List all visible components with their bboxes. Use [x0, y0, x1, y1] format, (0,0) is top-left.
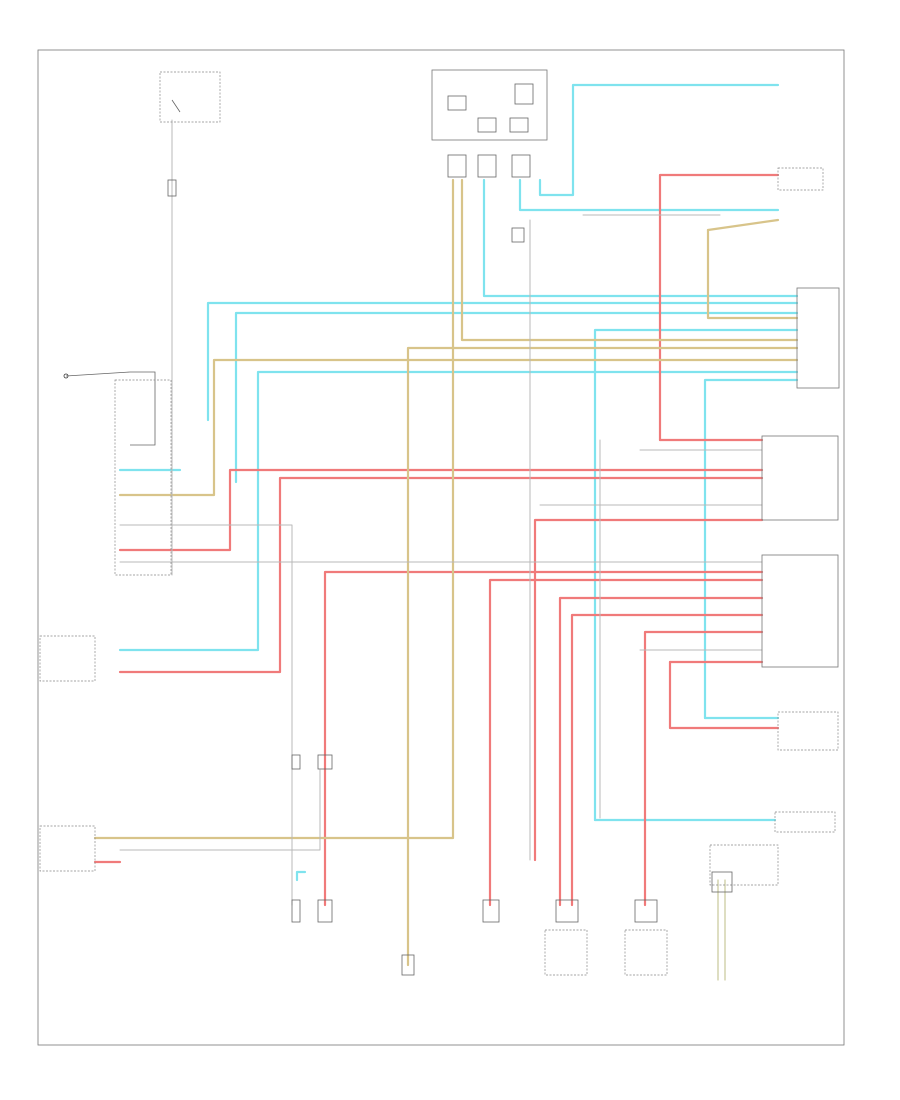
wire-cyan-4: [118, 370, 799, 652]
inline-connector-6: [317, 754, 333, 770]
wire-tan-6: [706, 218, 780, 232]
sensor-bottom-2: [401, 954, 415, 976]
wire-tan-3: [93, 178, 455, 840]
wire-cyan-6: [518, 178, 780, 212]
inline-connectors: [167, 154, 531, 770]
wire-tan-1: [118, 358, 799, 497]
wire-red-1: [118, 468, 764, 552]
inline-connector-5: [291, 754, 301, 770]
module-right-bottom-box-1: [777, 711, 839, 751]
wire-cyan-7: [538, 83, 780, 197]
multiplex-unit-box: [431, 69, 548, 141]
module-right-mid-box: [761, 435, 839, 521]
sensor-bottom-1: [291, 899, 333, 923]
module-left-mid: [114, 379, 172, 576]
multiplex-connector-3: [509, 117, 529, 133]
sensor-bottom-5-conn: [634, 899, 658, 923]
module-right-bottom: [774, 711, 839, 833]
wire-gray-1: [119, 524, 293, 906]
wire-red-8: [643, 630, 764, 907]
module-right-lower-box: [761, 554, 839, 668]
wire-cyan-11: [295, 870, 307, 882]
multiplex-connector-1: [447, 95, 467, 111]
connector-right-2-box: [777, 167, 824, 191]
inline-connector-7: [167, 179, 177, 197]
inline-connector-1: [447, 154, 467, 178]
sensor-bottom-3-conn: [482, 899, 500, 923]
diagram-frame: [37, 49, 845, 1046]
wire-bundle: [93, 83, 799, 981]
module-right-upper: [796, 287, 840, 389]
sensor-bottom-6-box: [709, 844, 779, 886]
module-left-mid-box: [114, 379, 172, 576]
sensor-bottom-1-conn-a: [291, 899, 301, 923]
wire-red-2: [118, 476, 764, 674]
sensor-bottom-4-box: [544, 929, 588, 976]
ground-switch-top-left: [159, 71, 221, 123]
wire-cyan-8: [593, 328, 799, 822]
sensor-bottom-6-conn: [711, 871, 733, 893]
sensor-bottom-2-conn: [401, 954, 415, 976]
sensor-bottom-5: [624, 899, 668, 976]
module-right-lower: [761, 554, 839, 668]
wire-red-6: [558, 596, 764, 907]
sensor-bottom-3: [482, 899, 500, 923]
wire-red-3: [323, 570, 764, 907]
module-right-mid: [761, 435, 839, 521]
sensor-bottom-6: [709, 844, 779, 893]
module-left-lower-box-2: [39, 825, 96, 872]
multiplex-unit-top: [431, 69, 548, 141]
connector-right-2: [777, 167, 824, 191]
inline-connector-3: [511, 154, 531, 178]
wire-cyan-2: [234, 311, 799, 484]
wire-tan-5: [706, 228, 799, 320]
module-right-bottom-box-2: [774, 811, 836, 833]
wire-red-5: [488, 578, 764, 907]
wire-red-9: [658, 173, 780, 442]
inline-connector-4: [511, 227, 525, 243]
multiplex-connector-4: [514, 83, 534, 105]
wire-cyan-9: [703, 378, 799, 720]
sensor-bottom-1-conn-b: [317, 899, 333, 923]
module-left-lower-box-1: [39, 635, 96, 682]
wire-tan-4: [460, 178, 799, 342]
wire-red-7: [570, 613, 764, 907]
sensor-bottom-5-box: [624, 929, 668, 976]
wire-red-11: [668, 660, 780, 730]
wire-cyan-5: [482, 178, 799, 298]
switch-left-loop: [65, 371, 156, 446]
wire-cyan-1: [206, 301, 799, 422]
sensor-bottom-4-conn: [555, 899, 579, 923]
ground-switch-contact: [171, 99, 181, 113]
multiplex-connector-2: [477, 117, 497, 133]
inline-connector-2: [477, 154, 497, 178]
wire-gray-3: [119, 769, 321, 851]
module-left-lower: [39, 635, 96, 872]
wire-tan-2: [406, 346, 799, 967]
module-right-upper-box: [796, 287, 840, 389]
switch-left: [63, 371, 156, 446]
ground-switch-box: [159, 71, 221, 123]
wire-red-4: [533, 518, 764, 862]
sensor-bottom-4: [544, 899, 588, 976]
